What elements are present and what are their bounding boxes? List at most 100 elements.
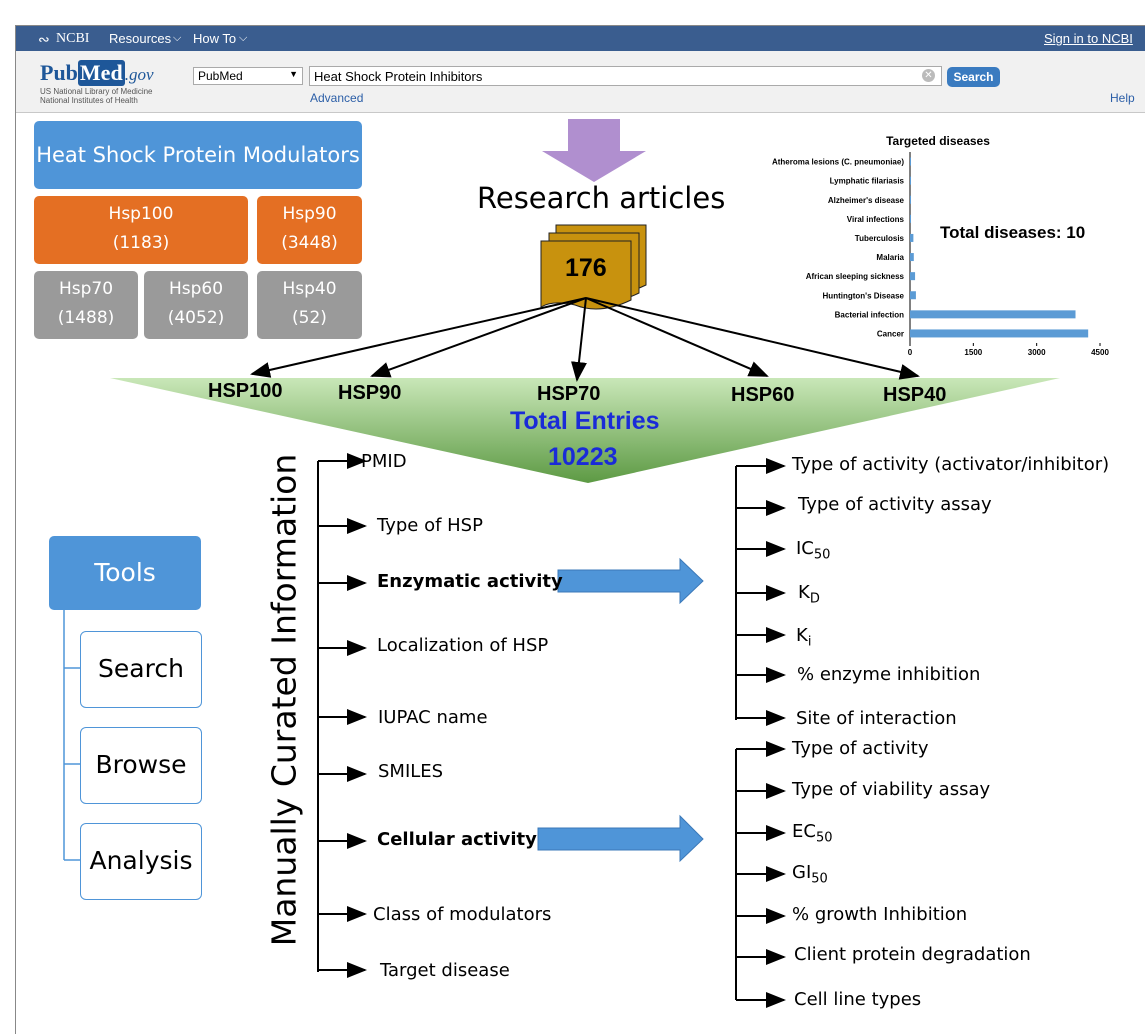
chart-category-label: Cancer: [877, 329, 904, 338]
cellular-item: Type of viability assay: [792, 779, 991, 800]
chart-category-label: African sleeping sickness: [806, 272, 905, 281]
enzymatic-item: % enzyme inhibition: [797, 664, 981, 685]
chart-annotation: Total diseases: 10: [940, 223, 1085, 242]
enzymatic-item: Type of activity assay: [798, 494, 992, 515]
chart-bar: [910, 310, 1076, 319]
browse-tool-button[interactable]: Browse: [80, 727, 202, 804]
figure-frame: [15, 25, 1145, 1034]
chart-tick-label: 3000: [1028, 348, 1046, 357]
chart-category-label: Alzheimer's disease: [828, 196, 905, 205]
enzymatic-item: Type of activity (activator/inhibitor): [792, 454, 1110, 475]
curated-item: IUPAC name: [378, 707, 488, 728]
chart-category-label: Tuberculosis: [855, 234, 905, 243]
chart-category-label: Viral infections: [847, 215, 905, 224]
research-title: Research articles: [477, 181, 726, 215]
hsp60-label: HSP60: [731, 384, 795, 406]
curated-item: SMILES: [378, 761, 444, 782]
clear-icon[interactable]: ✕: [922, 69, 935, 82]
hsp70-label: HSP70: [537, 383, 601, 405]
curated-title: Manually Curated Information: [264, 453, 304, 947]
chart-category-label: Atheroma lesions (C. pneumoniae): [772, 158, 904, 167]
total-entries-value: 10223: [548, 443, 618, 471]
chart-bar: [910, 233, 914, 242]
curated-item: Enzymatic activity: [377, 571, 563, 592]
hsp100-label: HSP100: [208, 380, 283, 402]
chart-bar: [910, 214, 911, 223]
hsp70-box: Hsp70(1488): [34, 271, 138, 339]
curated-arrows: [318, 453, 367, 978]
ncbi-header: ∾ NCBI Resources ⌵ How To ⌵ Sign in to N…: [16, 26, 1145, 51]
analysis-tool-button[interactable]: Analysis: [80, 823, 202, 900]
chart-bar: [910, 195, 911, 204]
signin-link[interactable]: Sign in to NCBI: [1044, 31, 1133, 46]
resources-menu[interactable]: Resources: [109, 31, 172, 46]
modulators-title: Heat Shock Protein Modulators: [34, 121, 362, 189]
cellular-item: % growth Inhibition: [792, 904, 968, 925]
enzymatic-arrows: [736, 458, 786, 726]
cellular-item: Client protein degradation: [794, 944, 1031, 965]
chart-bar: [910, 329, 1089, 338]
curated-item: Target disease: [380, 960, 510, 981]
cellular-blue-arrow: [537, 814, 704, 863]
hsp40-box: Hsp40(52): [257, 271, 362, 339]
enzymatic-blue-arrow: [557, 557, 704, 605]
curated-item: Localization of HSP: [377, 635, 549, 656]
chevron-down-icon[interactable]: ⌵: [173, 32, 182, 44]
chart-tick-label: 1500: [964, 348, 982, 357]
chart-tick-label: 4500: [1091, 348, 1109, 357]
ncbi-logo-icon[interactable]: ∾: [38, 31, 50, 47]
curated-item: Type of HSP: [377, 515, 483, 536]
hsp60-box: Hsp60(4052): [144, 271, 248, 339]
advanced-link[interactable]: Advanced: [310, 91, 364, 105]
cellular-item: Type of activity: [792, 738, 929, 759]
chart-bar: [910, 291, 916, 300]
search-button[interactable]: Search: [947, 67, 1000, 87]
enzymatic-item: Site of interaction: [796, 708, 957, 729]
document-stack-icon: [540, 224, 647, 310]
hsp100-box: Hsp100(1183): [34, 196, 248, 264]
chart-category-label: Malaria: [876, 253, 904, 262]
enzymatic-item: Ki: [796, 625, 812, 650]
tools-title: Tools: [49, 536, 201, 610]
search-tool-button[interactable]: Search: [80, 631, 202, 708]
total-entries-label: Total Entries: [510, 407, 660, 435]
tools-tree: [63, 610, 80, 861]
chart-bar: [910, 157, 911, 166]
hsp40-label: HSP40: [883, 384, 947, 406]
cellular-item: EC50: [792, 821, 833, 846]
article-count: 176: [565, 254, 607, 282]
cellular-arrows: [736, 741, 786, 1008]
chevron-down-icon[interactable]: ⌵: [239, 32, 248, 44]
pubmed-logo[interactable]: PubMed.gov: [40, 60, 154, 86]
hsp90-box: Hsp90(3448): [257, 196, 362, 264]
curated-item: Cellular activity: [377, 829, 537, 850]
cellular-item: Cell line types: [794, 989, 922, 1010]
chart-bar: [910, 176, 911, 185]
chart-category-label: Huntington's Disease: [823, 291, 905, 300]
database-select[interactable]: PubMed▼: [193, 67, 303, 85]
chart-category-label: Lymphatic filariasis: [830, 177, 905, 186]
down-arrow-icon: [542, 119, 646, 182]
search-input[interactable]: Heat Shock Protein Inhibitors: [309, 66, 942, 86]
chart-bar: [910, 272, 916, 281]
nlm-text: US National Library of Medicine: [40, 87, 153, 96]
hsp90-label: HSP90: [338, 382, 402, 404]
cellular-item: GI50: [792, 862, 828, 887]
curated-item: Class of modulators: [373, 904, 552, 925]
nih-text: National Institutes of Health: [40, 96, 138, 105]
curated-item: PMID: [361, 451, 407, 472]
entries-funnel: [110, 378, 1060, 483]
chart-tick-label: 0: [908, 348, 913, 357]
enzymatic-item: KD: [798, 582, 820, 607]
ncbi-logo[interactable]: NCBI: [56, 31, 90, 46]
distribution-arrows: [250, 297, 920, 382]
howto-menu[interactable]: How To: [193, 31, 237, 46]
help-link[interactable]: Help: [1110, 91, 1135, 105]
dropdown-arrow-icon: ▼: [289, 69, 298, 79]
chart-category-label: Bacterial infection: [835, 310, 904, 319]
chart-bar: [910, 253, 914, 262]
enzymatic-item: IC50: [796, 538, 831, 563]
chart-title: Targeted diseases: [886, 134, 990, 148]
